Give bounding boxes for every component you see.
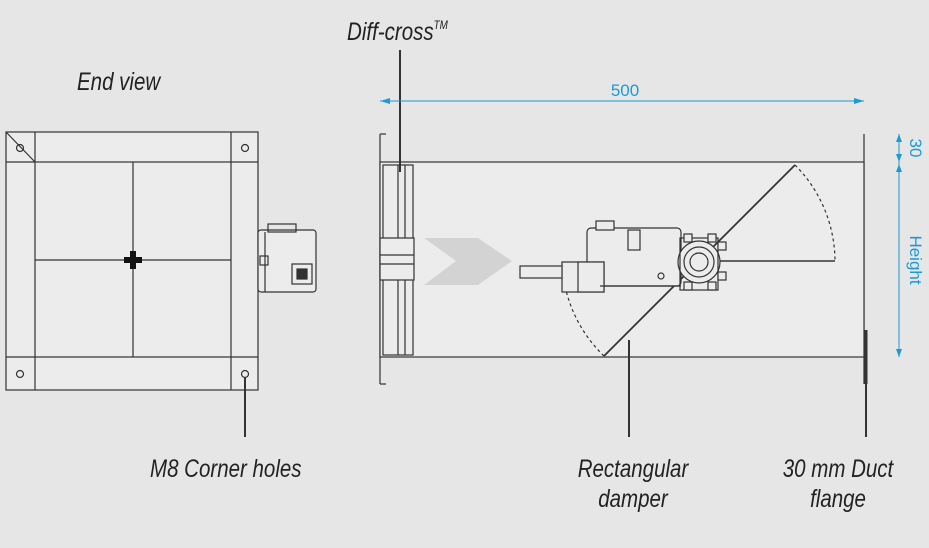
m8-corner-holes-label: M8 Corner holes — [150, 455, 302, 483]
actuator-end-view — [257, 229, 317, 293]
rectangular-damper-line1: Rectangular — [577, 455, 689, 483]
end-view-label: End view — [77, 68, 161, 96]
corner-hole-bottom-left — [15, 369, 25, 379]
diff-cross-label-text: Diff-cross — [347, 18, 434, 46]
dimension-lines — [380, 98, 902, 357]
flange-dimension-value: 30 — [906, 139, 925, 158]
length-dimension-value: 500 — [611, 81, 639, 100]
diff-cross-label: Diff-crossTM — [347, 10, 448, 47]
duct-flange-line1: 30 mm Duct — [782, 455, 894, 483]
corner-hole-top-right — [240, 143, 250, 153]
corner-hole-bottom-right — [240, 369, 250, 379]
side-view-drawing — [379, 50, 868, 437]
end-view-drawing — [5, 131, 317, 437]
rectangular-damper-line2: damper — [598, 485, 668, 513]
corner-hole-top-left — [15, 143, 25, 153]
diff-cross-trademark: TM — [433, 18, 448, 32]
rectangular-damper-label: Rectangular damper — [563, 454, 702, 514]
airflow-arrow — [424, 238, 512, 285]
duct-flange-label: 30 mm Duct flange — [768, 454, 907, 514]
duct-flange-line2: flange — [810, 485, 866, 513]
height-dimension-label: Height — [906, 235, 925, 284]
damper-actuator — [519, 220, 727, 293]
